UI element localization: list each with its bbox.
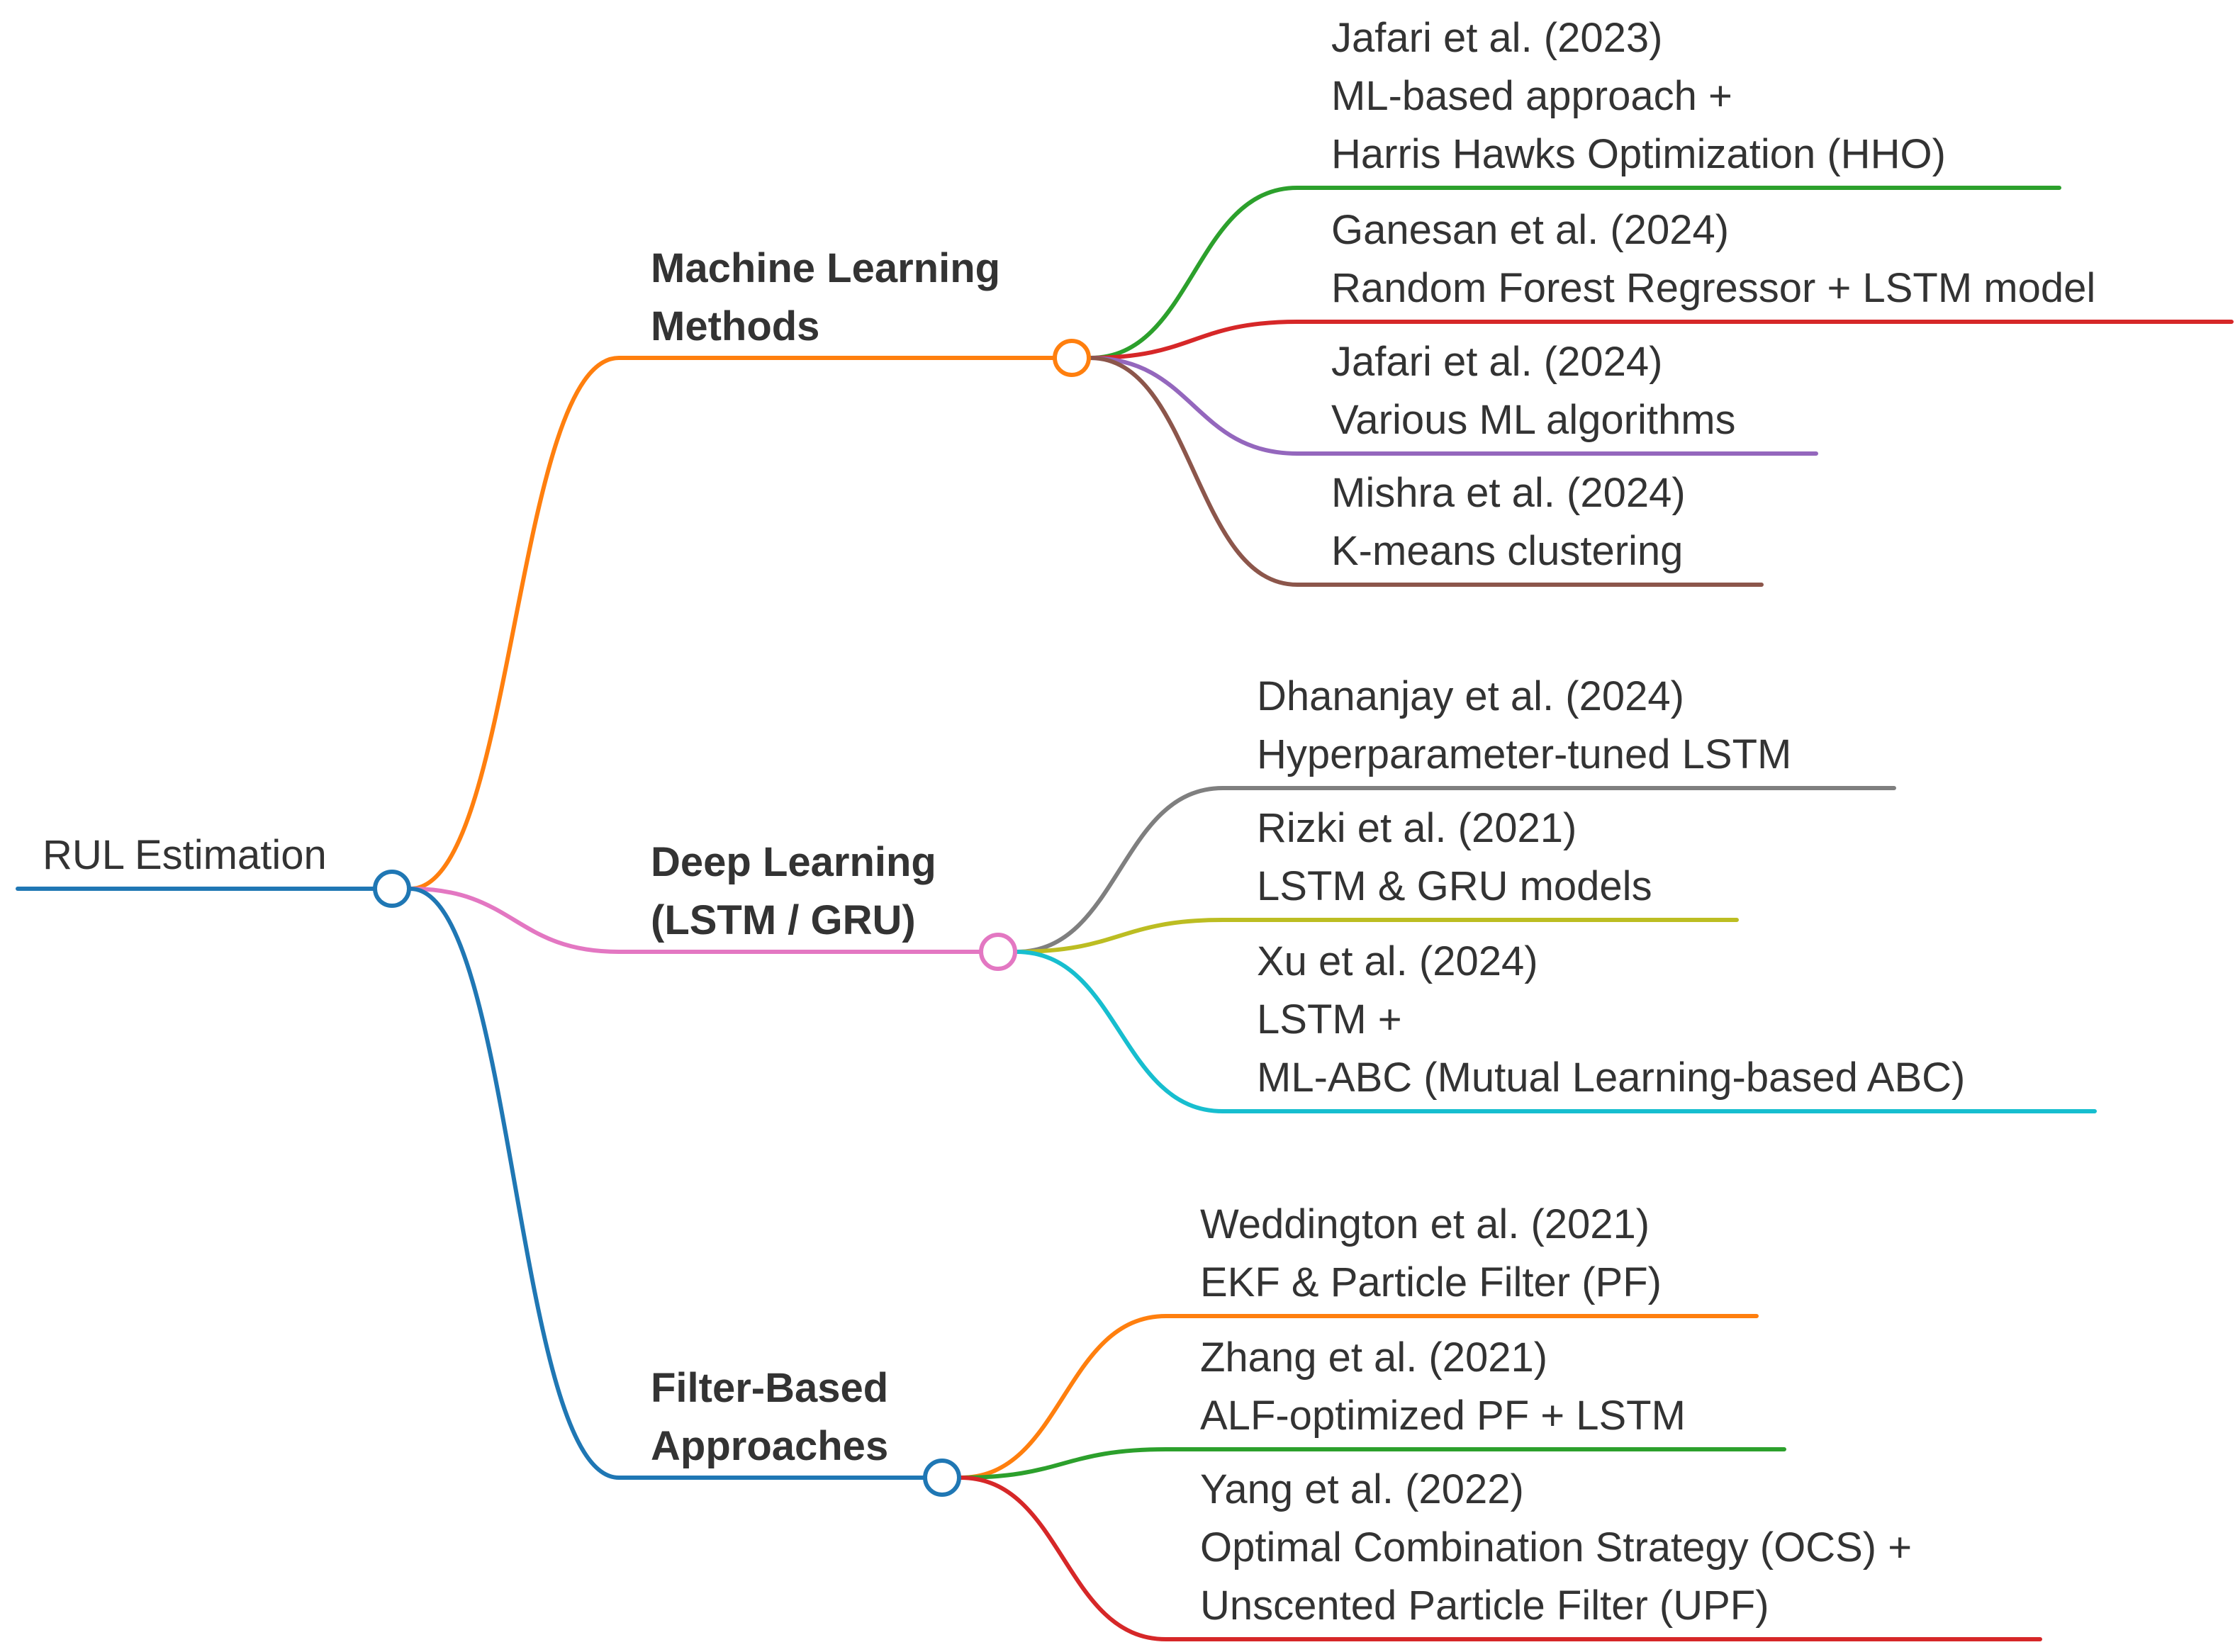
edge-dl-leaf-3 [1014,950,2097,1113]
root-node[interactable] [373,870,411,908]
filter-leaf-2-line-2: ALF-optimized PF + LSTM [1200,1393,1686,1439]
branch-dl-label-line-1: Deep Learning [651,839,936,885]
branch-ml-label-line-2: Methods [651,303,819,349]
ml-leaf-1-line-2: ML-based approach + [1331,73,1732,119]
root-label: RUL Estimation [43,832,327,878]
edge-dl-leaf-1 [1014,786,1896,954]
ml-leaf-4-line-1: Mishra et al. (2024) [1331,470,1686,516]
filter-leaf-2-line-1: Zhang et al. (2021) [1200,1334,1547,1381]
ml-leaf-1-line-1: Jafari et al. (2023) [1331,15,1662,61]
edge-root-to-dl [408,887,982,954]
dl-leaf-2: Rizki et al. (2021) LSTM & GRU models [1257,805,1652,909]
ml-leaf-3-line-1: Jafari et al. (2024) [1331,339,1662,385]
edge-ml-leaf-4 [1088,356,1764,587]
branch-filter-label-line-1: Filter-Based [651,1365,888,1411]
edges-layer [16,186,2234,1641]
ml-leaf-3: Jafari et al. (2024) Various ML algorithm… [1331,339,1736,443]
dl-leaf-3: Xu et al. (2024) LSTM + ML-ABC (Mutual Lea… [1257,938,1965,1101]
ml-leaf-4: Mishra et al. (2024) K-means clustering [1331,470,1686,574]
ml-leaf-2: Ganesan et al. (2024) Random Forest Regre… [1331,207,2095,311]
filter-leaf-1: Weddington et al. (2021) EKF & Particle F… [1200,1201,1662,1305]
edge-ml-leaf-1 [1088,186,2061,360]
edge-dl-leaf-2 [1014,918,1739,954]
filter-leaf-3-line-3: Unscented Particle Filter (UPF) [1200,1583,1769,1629]
branch-dl-node[interactable] [979,933,1017,971]
filter-leaf-2: Zhang et al. (2021) ALF-optimized PF + LS… [1200,1334,1686,1439]
dl-leaf-3-line-2: LSTM + [1257,996,1402,1043]
dl-leaf-3-line-3: ML-ABC (Mutual Learning-based ABC) [1257,1055,1965,1101]
filter-leaf-3-line-2: Optimal Combination Strategy (OCS) + [1200,1524,1912,1570]
nodes-layer [373,339,1091,1497]
edge-filter-leaf-3 [958,1476,2042,1641]
dl-leaf-2-line-1: Rizki et al. (2021) [1257,805,1577,851]
dl-leaf-1-line-1: Dhananjay et al. (2024) [1257,673,1684,719]
dl-leaf-2-line-2: LSTM & GRU models [1257,863,1652,909]
dl-leaf-3-line-1: Xu et al. (2024) [1257,938,1538,984]
dl-leaf-1: Dhananjay et al. (2024) Hyperparameter-tu… [1257,673,1791,777]
ml-leaf-1: Jafari et al. (2023) ML-based approach + H… [1331,15,1946,177]
ml-leaf-3-line-2: Various ML algorithms [1331,397,1736,443]
edge-ml-leaf-3 [1088,356,1818,456]
branch-ml-node[interactable] [1053,339,1091,377]
filter-leaf-1-line-2: EKF & Particle Filter (PF) [1200,1259,1662,1305]
filter-leaf-1-line-1: Weddington et al. (2021) [1200,1201,1650,1247]
ml-leaf-1-line-3: Harris Hawks Optimization (HHO) [1331,131,1946,177]
ml-leaf-2-line-2: Random Forest Regressor + LSTM model [1331,265,2095,311]
edge-filter-leaf-2 [958,1447,1786,1480]
filter-leaf-3-line-1: Yang et al. (2022) [1200,1466,1524,1512]
branch-filter-node[interactable] [923,1459,961,1497]
branch-ml-label-line-1: Machine Learning [651,245,1000,291]
edge-root-to-filter [408,887,926,1480]
edge-ml-leaf-2 [1088,320,2234,360]
filter-leaf-3: Yang et al. (2022) Optimal Combination St… [1200,1466,1912,1629]
branch-filter-label-line-2: Approaches [651,1423,888,1469]
edge-filter-leaf-1 [958,1314,1759,1480]
ml-leaf-2-line-1: Ganesan et al. (2024) [1331,207,1729,253]
branch-dl-label-line-2: (LSTM / GRU) [651,897,916,943]
dl-leaf-1-line-2: Hyperparameter-tuned LSTM [1257,731,1791,777]
ml-leaf-4-line-2: K-means clustering [1331,528,1683,574]
edge-root-to-ml [408,356,1055,891]
